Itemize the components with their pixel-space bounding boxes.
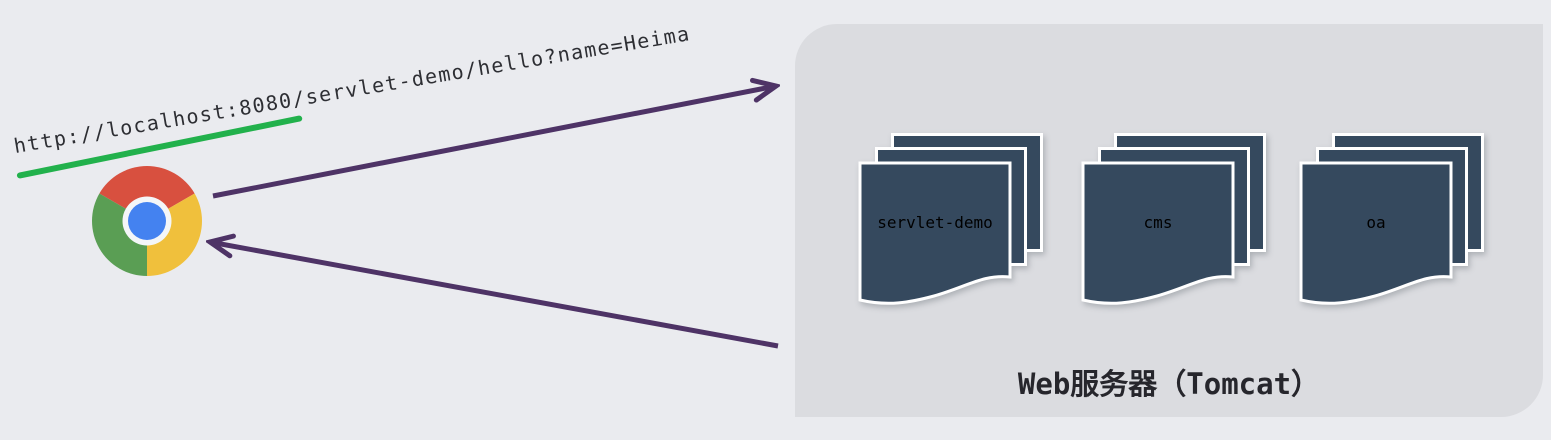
chrome-blue-center — [128, 202, 166, 240]
document-page-front — [1299, 161, 1453, 305]
document-page-front — [1081, 161, 1235, 305]
server-title: Web服务器（Tomcat） — [1017, 367, 1321, 401]
webapp-stack-oa: oa — [1299, 133, 1484, 305]
response-arrow — [210, 242, 779, 349]
webapp-label: oa — [1366, 213, 1385, 232]
document-page-front — [858, 161, 1012, 305]
chrome-red-segment — [99, 166, 195, 221]
tomcat-server-box: servlet-demo cms oa Web服务器（Tomcat） — [795, 24, 1543, 417]
chrome-browser-icon — [92, 166, 202, 276]
webapp-stack-cms: cms — [1081, 133, 1266, 305]
webapp-label: servlet-demo — [877, 213, 993, 232]
request-url-label: http://localhost:8080/servlet-demo/hello… — [12, 21, 693, 159]
webapp-stack-servlet-demo: servlet-demo — [858, 133, 1043, 305]
webapp-label: cms — [1144, 213, 1173, 232]
